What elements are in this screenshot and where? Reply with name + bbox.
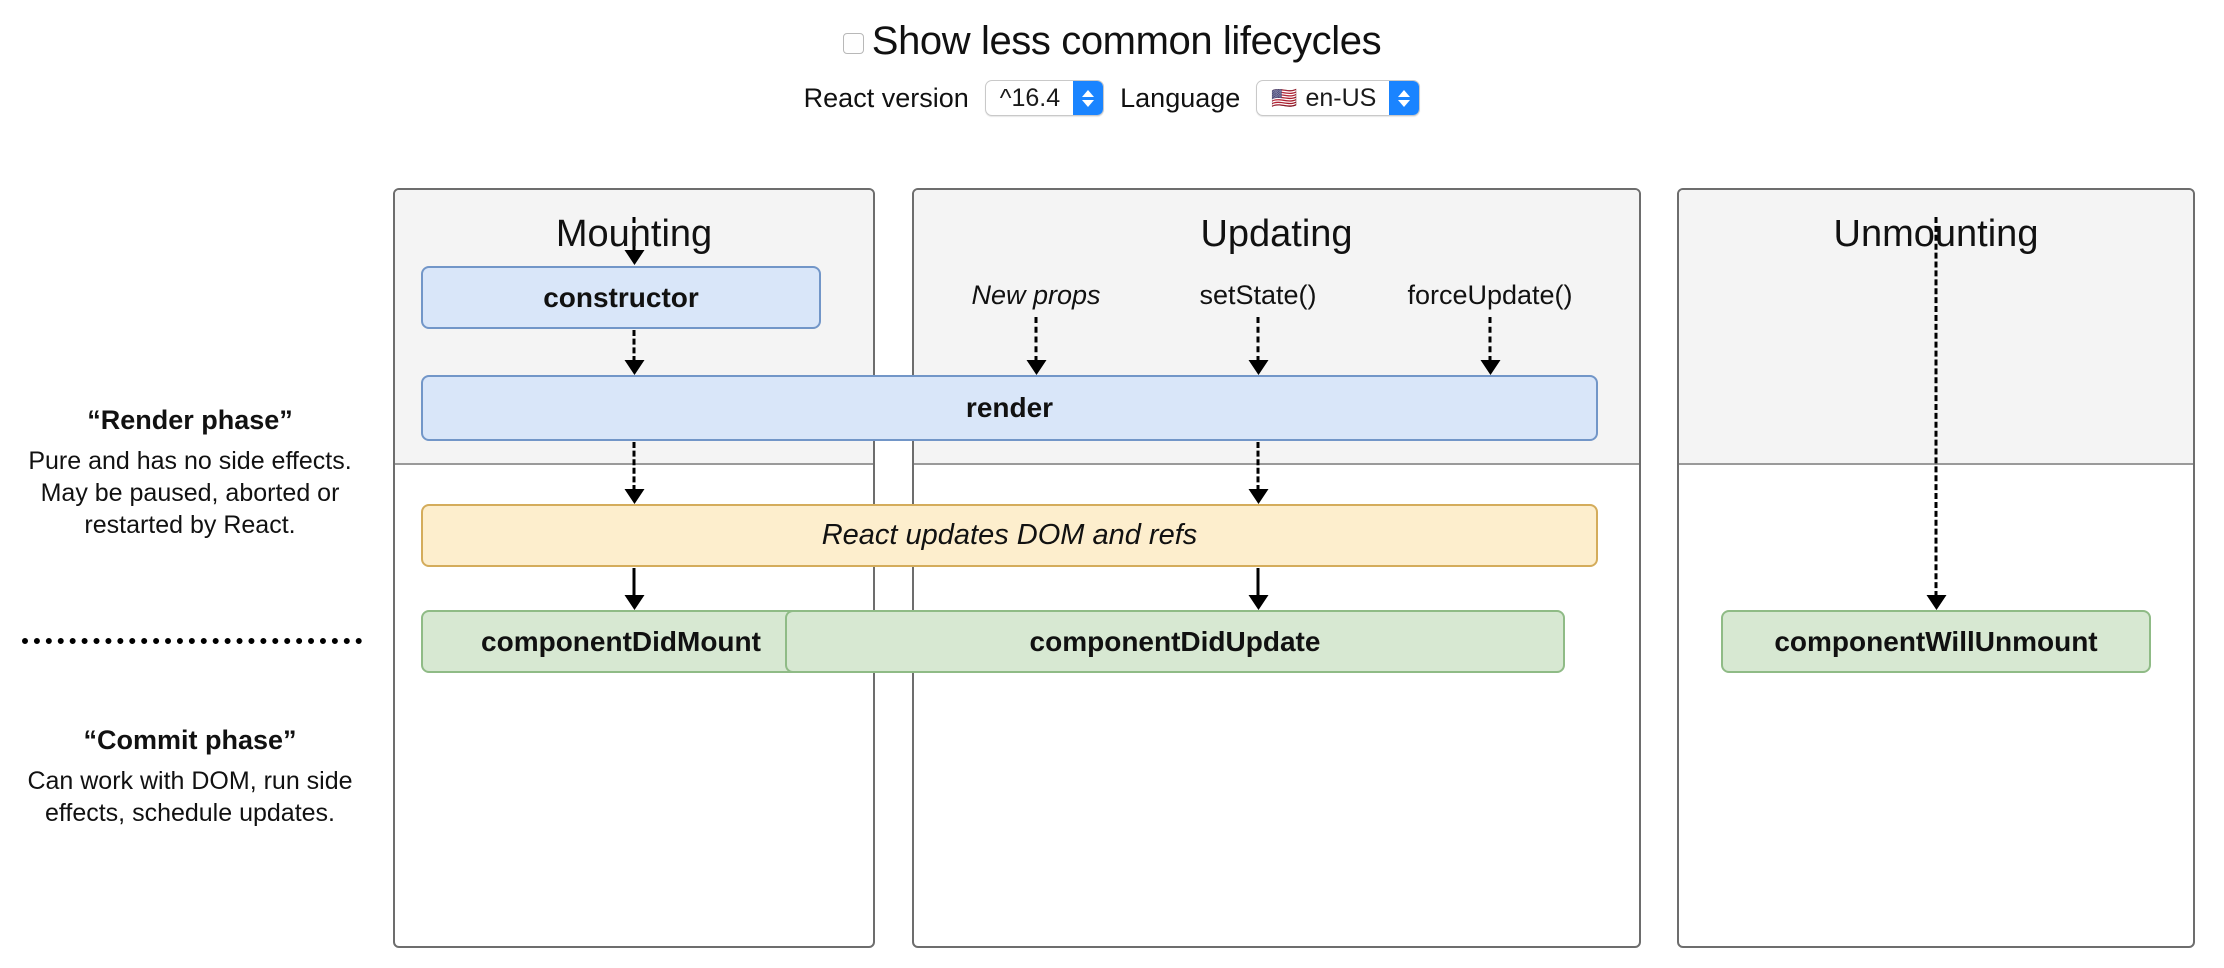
- lifecycle-box-component-did-update[interactable]: componentDidUpdate: [785, 610, 1565, 673]
- commit-phase-title: “Commit phase”: [83, 725, 297, 755]
- commit-phase-body: Can work with DOM, run side effects, sch…: [27, 766, 353, 827]
- controls-row: React version ^16.4 Language 🇺🇸 en-US: [0, 78, 2224, 118]
- trigger-label-set-state: setState(): [1199, 280, 1317, 310]
- render-phase-title: “Render phase”: [87, 405, 293, 435]
- language-value-wrap: 🇺🇸 en-US: [1257, 81, 1389, 115]
- language-label: Language: [1120, 82, 1241, 113]
- arrow-head: [624, 360, 644, 375]
- chevron-up-icon: [1398, 89, 1411, 97]
- show-less-common-lifecycles-toggle-row: Show less common lifecycles: [0, 14, 2224, 68]
- lifecycle-box-constructor[interactable]: constructor: [421, 266, 821, 329]
- column-title-updating: Updating: [1200, 213, 1353, 255]
- commit-phase-caption: “Commit phase” Can work with DOM, run si…: [10, 725, 370, 829]
- arrow-render-to-dom-updating: [1248, 442, 1268, 504]
- arrow-force-update-to-render: [1480, 317, 1500, 375]
- arrow-shaft: [1256, 568, 1260, 597]
- trigger-label-new-props: New props: [971, 280, 1101, 310]
- us-flag-icon: 🇺🇸: [1271, 86, 1298, 110]
- arrow-shaft: [632, 442, 636, 491]
- arrow-dom-to-did-mount: [624, 568, 644, 610]
- arrow-head: [1248, 489, 1268, 504]
- arrow-shaft: [1256, 317, 1260, 362]
- show-less-common-lifecycles-label[interactable]: Show less common lifecycles: [871, 19, 1382, 63]
- show-less-common-lifecycles-checkbox[interactable]: [842, 32, 864, 54]
- render-phase-body: Pure and has no side effects. May be pau…: [28, 446, 352, 539]
- language-stepper-icon[interactable]: [1389, 81, 1420, 115]
- arrow-set-state-to-render: [1248, 317, 1268, 375]
- arrow-render-to-dom-mounting: [624, 442, 644, 504]
- arrow-dom-to-did-update: [1248, 568, 1268, 610]
- lifecycle-box-render[interactable]: render: [421, 375, 1598, 441]
- arrow-shaft: [1256, 442, 1260, 491]
- arrow-head: [1480, 360, 1500, 375]
- language-select[interactable]: 🇺🇸 en-US: [1256, 80, 1421, 116]
- arrow-head: [624, 250, 644, 265]
- react-version-value: ^16.4: [999, 83, 1061, 112]
- arrow-shaft: [1934, 217, 1938, 597]
- arrow-head: [1026, 360, 1046, 375]
- arrow-shaft: [632, 568, 636, 597]
- lifecycle-box-component-did-mount[interactable]: componentDidMount: [421, 610, 821, 673]
- language-value: en-US: [1305, 83, 1377, 112]
- arrow-new-props-to-render: [1026, 317, 1046, 375]
- column-title-mounting: Mounting: [555, 213, 713, 255]
- arrow-head: [624, 595, 644, 610]
- arrow-unmounting-to-will-unmount: [1926, 217, 1946, 610]
- column-title-unmounting: Unmounting: [1833, 213, 2039, 255]
- arrow-head: [624, 489, 644, 504]
- arrow-head: [1248, 360, 1268, 375]
- react-version-select[interactable]: ^16.4: [984, 80, 1105, 116]
- chevron-down-icon: [1398, 99, 1411, 107]
- react-version-label: React version: [803, 82, 969, 113]
- header: Show less common lifecycles React versio…: [0, 0, 2224, 118]
- trigger-label-force-update: forceUpdate(): [1407, 280, 1573, 310]
- lifecycle-box-react-updates-dom-and-refs: React updates DOM and refs: [421, 504, 1598, 567]
- react-version-stepper-icon[interactable]: [1073, 81, 1104, 115]
- column-updating: Updating: [912, 188, 1641, 948]
- chevron-down-icon: [1082, 99, 1095, 107]
- arrow-shaft: [632, 330, 636, 362]
- arrow-constructor-to-render: [624, 330, 644, 375]
- render-phase-caption: “Render phase” Pure and has no side effe…: [10, 405, 370, 541]
- arrow-shaft: [1034, 317, 1038, 362]
- arrow-head: [1926, 595, 1946, 610]
- lifecycle-box-component-will-unmount[interactable]: componentWillUnmount: [1721, 610, 2151, 673]
- phase-divider: [22, 638, 362, 644]
- lifecycle-diagram: “Render phase” Pure and has no side effe…: [0, 175, 2224, 955]
- arrow-head: [1248, 595, 1268, 610]
- arrow-shaft: [632, 217, 636, 252]
- chevron-up-icon: [1082, 89, 1095, 97]
- arrow-mounting-to-constructor: [624, 217, 644, 265]
- arrow-shaft: [1488, 317, 1492, 362]
